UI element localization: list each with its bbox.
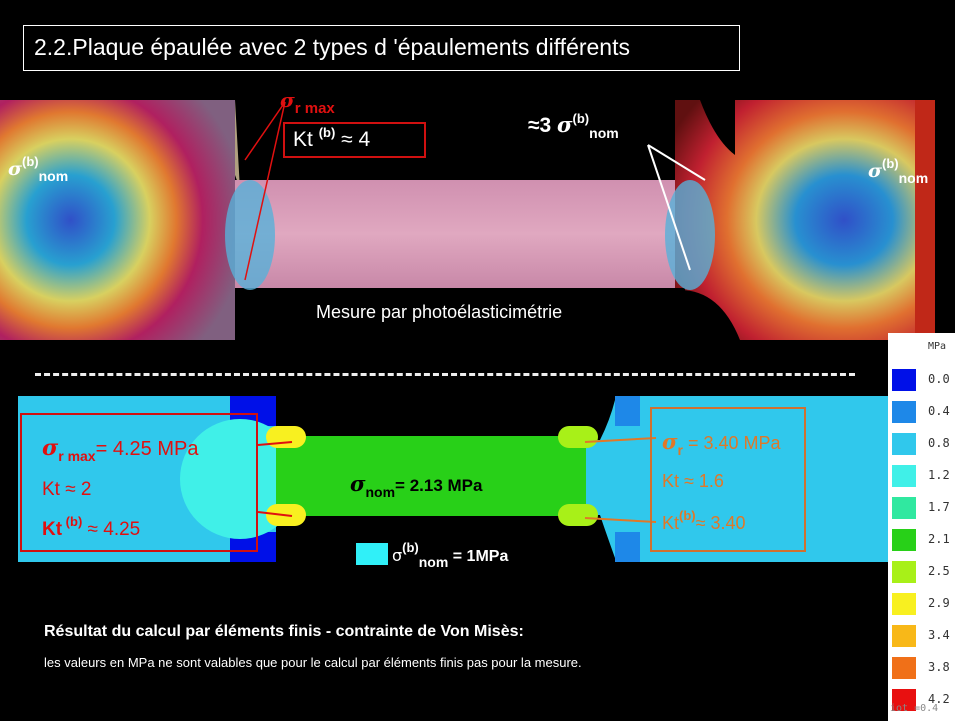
legend-value: 0.4 xyxy=(928,404,950,418)
legend-swatch xyxy=(892,689,916,711)
kt-box: Kt (b) ≈ 4 xyxy=(283,122,426,158)
left-nominal-label: σ(b)nom xyxy=(8,154,69,184)
legend-value: 0.0 xyxy=(928,372,950,386)
legend-value: 3.8 xyxy=(928,660,950,674)
legend-value: 1.7 xyxy=(928,500,950,514)
photoelastic-image xyxy=(0,100,955,370)
legend-swatch xyxy=(892,593,916,615)
separator-line xyxy=(35,373,855,376)
fem-left-annotation: σr max= 4.25 MPa Kt ≈ 2 Kt (b) ≈ 4.25 xyxy=(20,413,258,552)
color-legend: MPa 0.0 0.4 0.8 1.2 1.7 2.1 2.5 2.9 3.4 3.8 4.2 io… xyxy=(888,333,955,721)
legend-value: 2.5 xyxy=(928,564,950,578)
legend-value: 2.9 xyxy=(928,596,950,610)
legend-swatch xyxy=(892,625,916,647)
fem-center-label: σnom= 2.13 MPa xyxy=(350,471,483,500)
legend-unit: MPa xyxy=(928,341,947,352)
legend-value: 1.2 xyxy=(928,468,950,482)
legend-swatch xyxy=(892,497,916,519)
legend-swatch xyxy=(892,657,916,679)
fem-right-annotation: σr = 3.40 MPa Kt ≈ 1.6 Kt(b)≈ 3.40 xyxy=(650,407,806,552)
nominal-stress-legend: σ(b)nom = 1MPa xyxy=(392,540,509,570)
legend-swatch xyxy=(892,561,916,583)
slide-title: 2.2.Plaque épaulée avec 2 types d 'épaul… xyxy=(23,25,740,71)
result-note: les valeurs en MPa ne sont valables que … xyxy=(44,655,582,670)
legend-swatch xyxy=(892,401,916,423)
legend-value: 0.8 xyxy=(928,436,950,450)
three-times-nominal-label: ≈3 σ(b)nom xyxy=(528,111,619,141)
legend-swatch xyxy=(892,433,916,455)
legend-swatch xyxy=(892,529,916,551)
photo-caption: Mesure par photoélasticimétrie xyxy=(316,302,563,322)
legend-swatch xyxy=(892,369,916,391)
sigma-r-max-label: σr max xyxy=(280,88,335,117)
result-title: Résultat du calcul par éléments finis - … xyxy=(44,623,524,640)
legend-value: 2.1 xyxy=(928,532,950,546)
right-nominal-label: σ(b)nom xyxy=(868,156,929,186)
legend-footer: iot =0.4 xyxy=(890,703,939,714)
legend-value: 4.2 xyxy=(928,692,950,706)
fem-image xyxy=(18,396,890,565)
legend-swatch xyxy=(892,465,916,487)
legend-value: 3.4 xyxy=(928,628,950,642)
